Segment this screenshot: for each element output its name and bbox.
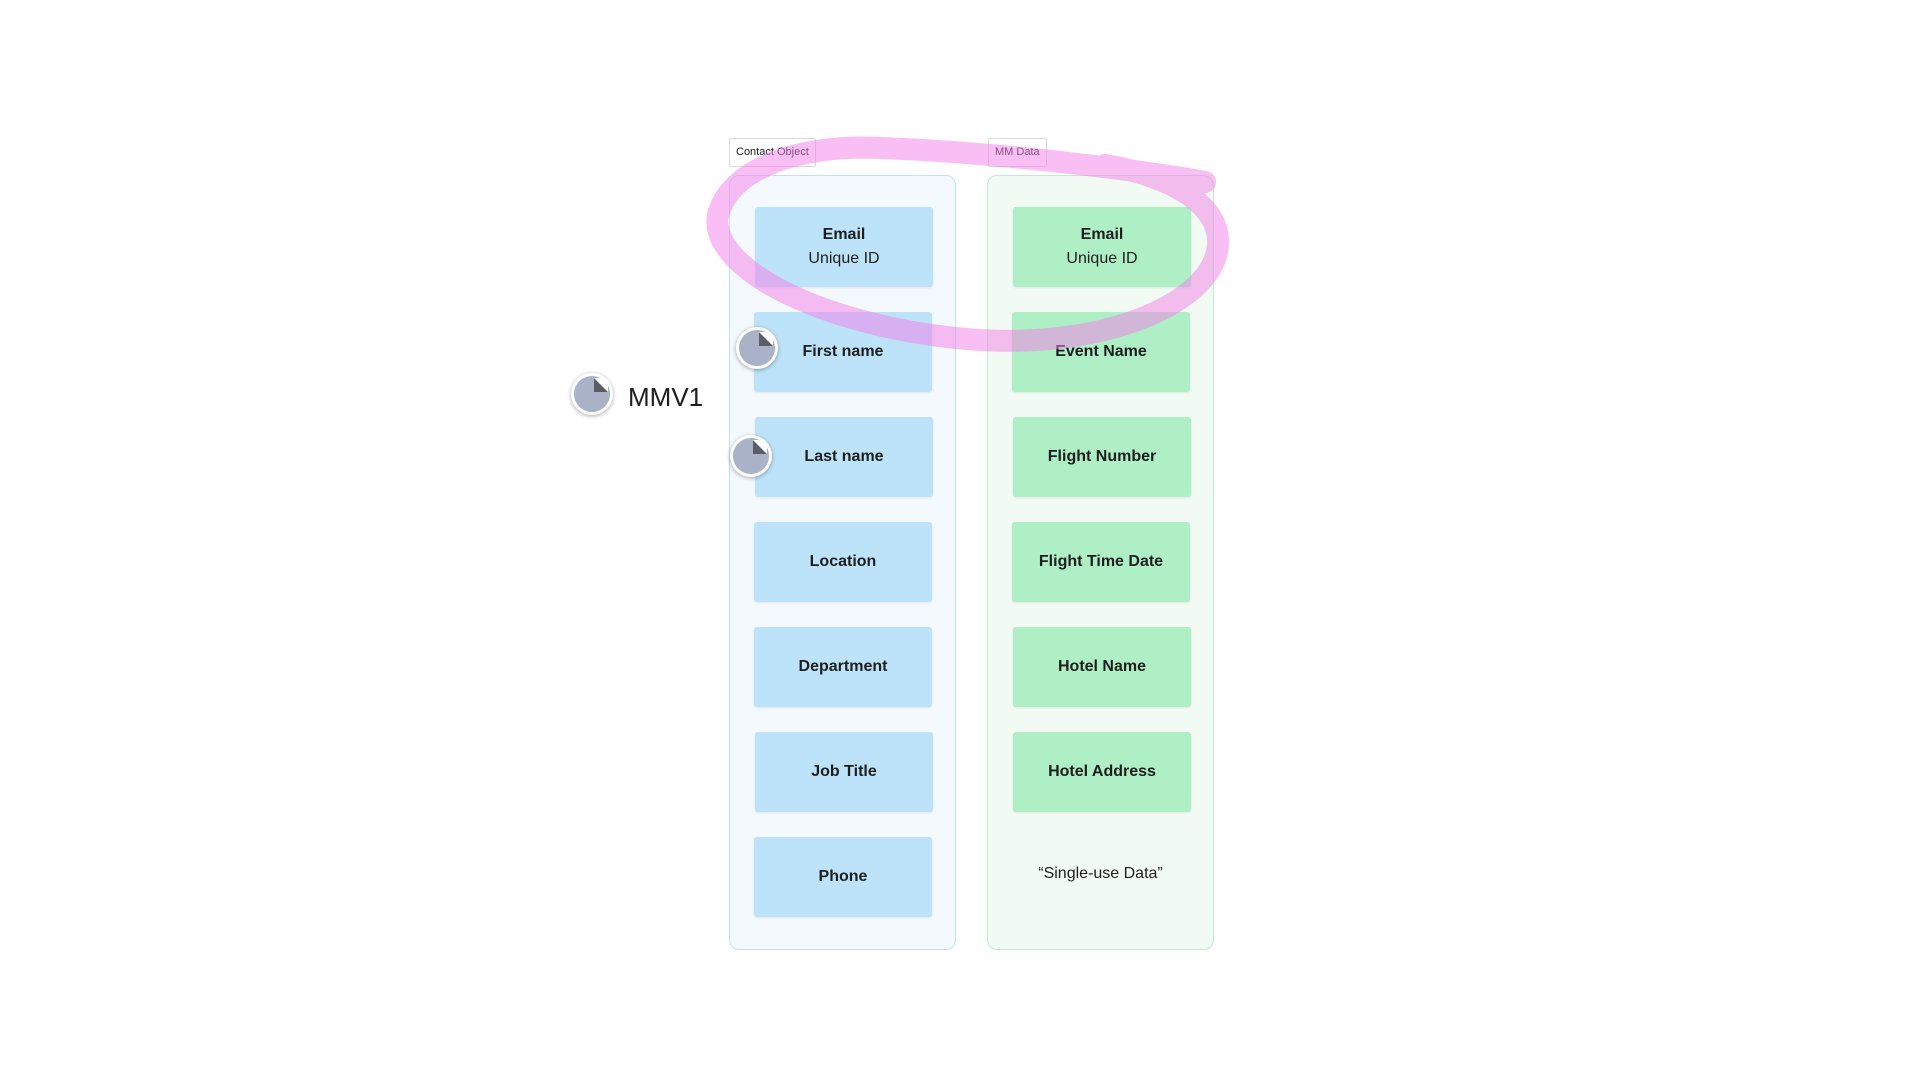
sticky-first-name[interactable]: First name — [754, 312, 932, 392]
sticky-subtitle: Unique ID — [808, 250, 880, 267]
sticky-title: Phone — [818, 868, 868, 885]
sticky-title: Email — [822, 226, 866, 243]
sticker-icon[interactable] — [736, 327, 778, 369]
sticky-event-name[interactable]: Event Name — [1012, 312, 1190, 392]
sticky-title: Hotel Name — [1057, 658, 1147, 675]
sticky-flight-number[interactable]: Flight Number — [1013, 417, 1191, 497]
sticky-last-name[interactable]: Last name — [755, 417, 933, 497]
single-use-data-text[interactable]: “Single-use Data” — [1038, 865, 1163, 882]
sticker-icon[interactable] — [571, 373, 613, 415]
sticky-title: Flight Number — [1047, 448, 1157, 465]
frame-label-mm-data[interactable]: MM Data — [988, 138, 1047, 167]
sticky-department[interactable]: Department — [754, 627, 932, 707]
sticky-job-title[interactable]: Job Title — [755, 732, 933, 812]
sticky-title: First name — [802, 343, 884, 360]
frame-label-contact-object[interactable]: Contact Object — [729, 138, 816, 167]
sticky-title: Job Title — [811, 763, 877, 780]
sticky-flight-time-date[interactable]: Flight Time Date — [1012, 522, 1190, 602]
sticky-title: Email — [1080, 226, 1124, 243]
sticky-title: Hotel Address — [1048, 763, 1156, 780]
sticky-subtitle: Unique ID — [1066, 250, 1138, 267]
sticky-phone[interactable]: Phone — [754, 837, 932, 917]
sticky-hotel-name[interactable]: Hotel Name — [1013, 627, 1191, 707]
sticky-title: Location — [809, 553, 877, 570]
sticky-title: Last name — [804, 448, 884, 465]
sticky-title: Department — [798, 658, 888, 675]
sticky-title: Flight Time Date — [1038, 553, 1164, 570]
sticker-icon[interactable] — [730, 435, 772, 477]
sticky-location[interactable]: Location — [754, 522, 932, 602]
stamp-label[interactable]: MMV1 — [628, 382, 704, 412]
sticky-email-unique-id[interactable]: Email Unique ID — [1013, 207, 1191, 287]
sticky-title: Event Name — [1055, 343, 1147, 360]
sticky-hotel-address[interactable]: Hotel Address — [1013, 732, 1191, 812]
sticky-email-unique-id[interactable]: Email Unique ID — [755, 207, 933, 287]
